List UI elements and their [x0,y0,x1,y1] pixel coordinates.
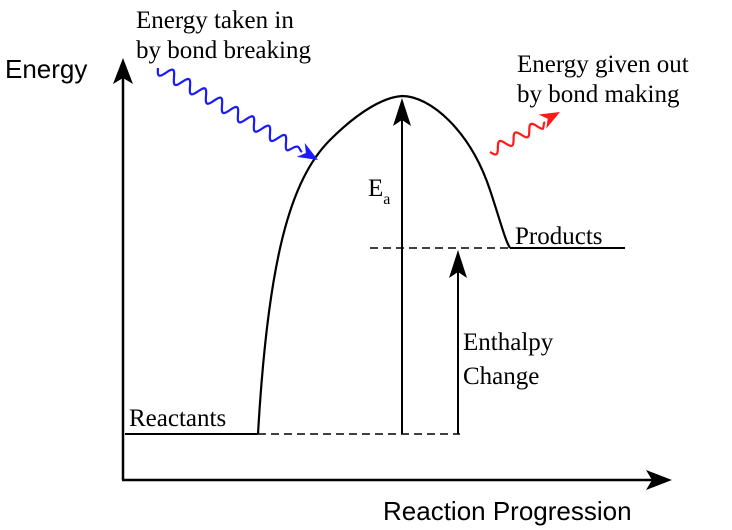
bond-making-label-line1: Energy given out [517,51,689,78]
bond-making-wavy-arrow [489,121,546,156]
enthalpy-change-label-line1: Enthalpy [463,329,554,356]
y-axis-label: Energy [5,54,87,84]
bond-breaking-label-line1: Energy taken in [136,7,294,34]
enthalpy-change-label-line2: Change [463,363,539,390]
products-label: Products [515,223,603,250]
reactants-label: Reactants [129,405,226,432]
enthalpy-change-arrowhead [449,250,467,278]
activation-energy-symbol: E [368,175,383,202]
x-axis-label: Reaction Progression [383,496,632,526]
bond-breaking-arrowhead [296,143,318,160]
bond-breaking-wavy-arrow [156,67,303,153]
energy-curve [256,94,511,435]
activation-energy-arrowhead [393,98,411,126]
bond-breaking-label-line2: by bond breaking [136,37,311,64]
bond-making-arrowhead [538,112,560,129]
x-axis-arrowhead [646,470,672,490]
y-axis-arrowhead [113,58,133,84]
bond-making-label-line2: by bond making [517,81,680,108]
activation-energy-label: Ea [368,175,390,208]
activation-energy-subscript: a [383,191,390,208]
